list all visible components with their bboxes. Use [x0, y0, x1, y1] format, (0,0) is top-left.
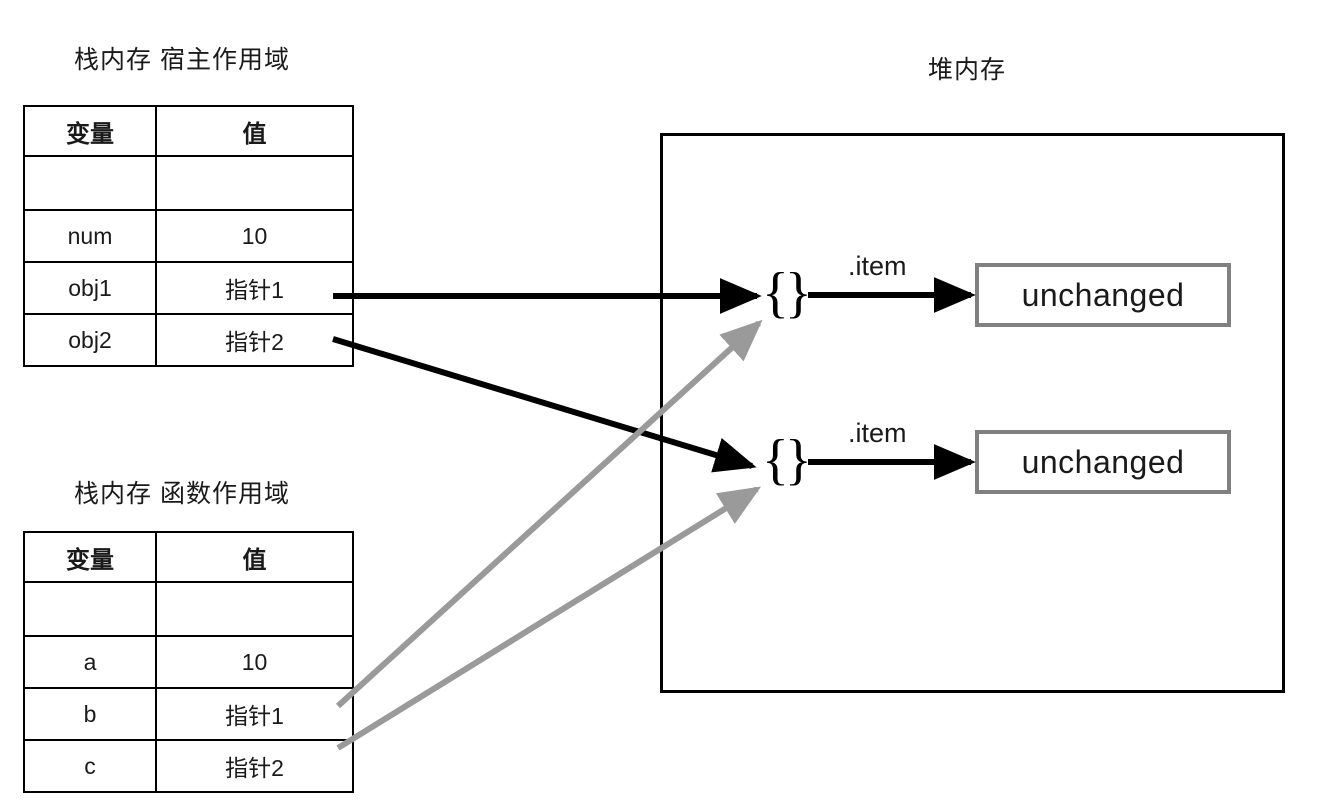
column-header-variable: 变量 [23, 531, 157, 583]
column-header-variable: 变量 [23, 105, 157, 157]
stack-function-scope-table: 变量 值 a 10 b 指针1 c 指针2 [23, 531, 354, 793]
cell-variable [23, 581, 157, 637]
cell-value: 指针1 [155, 687, 354, 741]
cell-value [155, 155, 354, 211]
table-row: b 指针1 [23, 687, 354, 741]
table-row [23, 581, 354, 637]
cell-value: 10 [155, 209, 354, 263]
cell-value: 10 [155, 635, 354, 689]
cell-value: 指针2 [155, 313, 354, 367]
heap-object-2-value-box: unchanged [975, 430, 1231, 494]
heap-object-1-symbol: {} [762, 262, 812, 324]
cell-variable: a [23, 635, 157, 689]
cell-value [155, 581, 354, 637]
stack-host-scope-table: 变量 值 num 10 obj1 指针1 obj2 指针2 [23, 105, 354, 367]
table-header-row: 变量 值 [23, 531, 354, 583]
table-row: obj1 指针1 [23, 261, 354, 315]
stack-function-scope-title: 栈内存 函数作用域 [74, 480, 290, 508]
heap-memory-title: 堆内存 [928, 56, 1007, 84]
cell-value: 指针1 [155, 261, 354, 315]
cell-variable: obj2 [23, 313, 157, 367]
table-header-row: 变量 值 [23, 105, 354, 157]
table-row [23, 155, 354, 211]
cell-variable [23, 155, 157, 211]
cell-variable: num [23, 209, 157, 263]
stack-host-scope-title: 栈内存 宿主作用域 [74, 46, 290, 74]
table-row: c 指针2 [23, 739, 354, 793]
heap-memory-box [660, 133, 1285, 693]
heap-object-2-symbol: {} [762, 429, 812, 491]
cell-variable: obj1 [23, 261, 157, 315]
cell-variable: c [23, 739, 157, 793]
table-row: a 10 [23, 635, 354, 689]
heap-object-2-item-label: .item [848, 418, 907, 448]
heap-object-1-value-box: unchanged [975, 263, 1231, 327]
column-header-value: 值 [155, 105, 354, 157]
table-row: obj2 指针2 [23, 313, 354, 367]
cell-variable: b [23, 687, 157, 741]
heap-object-1-item-label: .item [848, 251, 907, 281]
table-row: num 10 [23, 209, 354, 263]
cell-value: 指针2 [155, 739, 354, 793]
column-header-value: 值 [155, 531, 354, 583]
